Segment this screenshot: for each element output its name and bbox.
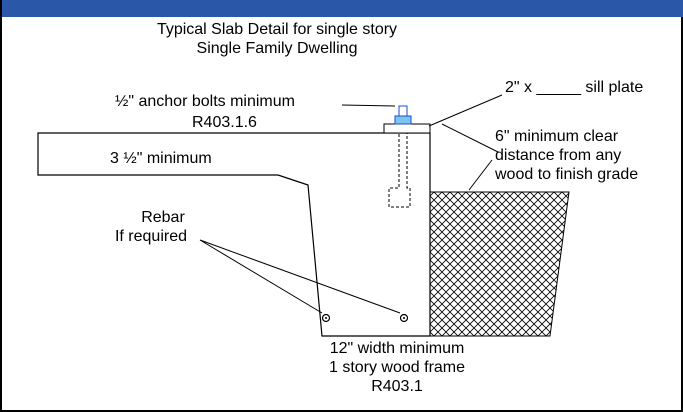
footing-width-line-2: 1 story wood frame: [328, 359, 466, 376]
slab-footing-outline: [37, 132, 431, 337]
anchor-bolt-shank: [398, 105, 408, 117]
sill-plate: [383, 123, 431, 134]
clearance-label-line-1: 6" minimum clear: [495, 128, 619, 145]
title-bar: [2, 0, 683, 17]
anchor-bolt-embed: [388, 124, 411, 208]
anchor-bolts-label: ½" anchor bolts minimum: [115, 93, 295, 110]
leader-rebar: [199, 239, 401, 314]
title-line-1: Typical Slab Detail for single story: [156, 21, 398, 38]
rebar-label-line-1: Rebar: [141, 209, 185, 226]
clearance-label-line-2: distance from any: [495, 147, 622, 164]
leader-clearance: [441, 123, 499, 191]
slab-thickness-label: 3 ½" minimum: [110, 150, 212, 167]
leader-anchor-bolts: [341, 104, 396, 107]
leader-sill-plate: [428, 94, 503, 127]
anchor-bolt-nut: [394, 115, 412, 125]
sill-plate-label: 2" x _____ sill plate: [505, 79, 644, 96]
rebar-label-line-2: If required: [114, 228, 188, 245]
anchor-bolts-reference: R403.1.6: [192, 114, 257, 131]
soil-hatch: [429, 191, 570, 337]
footing-width-line-1: 12" width minimum: [329, 340, 465, 357]
footing-width-reference: R403.1: [371, 378, 423, 395]
title-line-2: Single Family Dwelling: [196, 40, 358, 57]
clearance-label-line-3: wood to finish grade: [495, 166, 639, 183]
